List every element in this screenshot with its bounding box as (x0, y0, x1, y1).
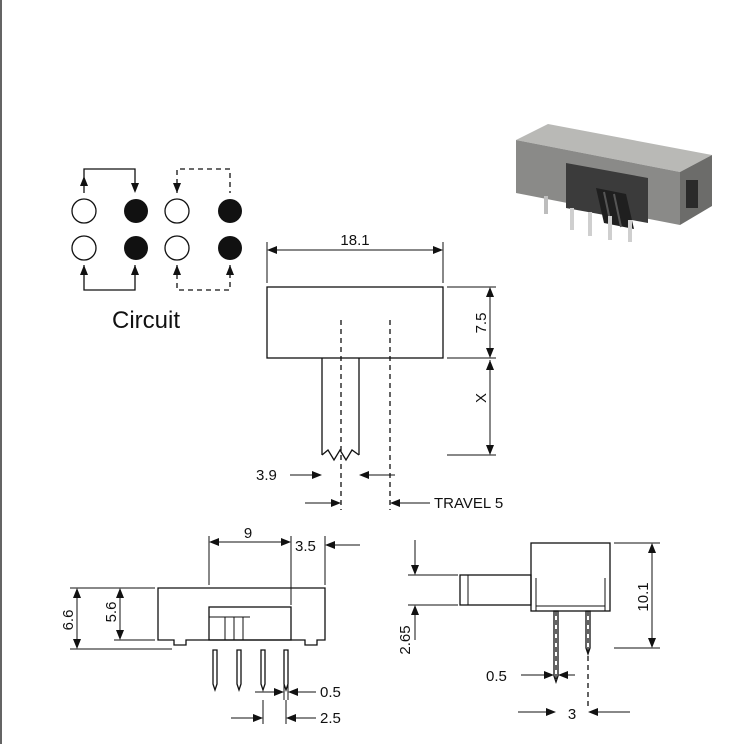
arrow-icon (544, 671, 554, 679)
photo-pin (608, 216, 612, 240)
arrow-icon (131, 183, 139, 193)
contact-open (164, 198, 190, 224)
dim-pin-width-label: 0.5 (320, 684, 341, 701)
circuit-link-bottom-2 (176, 265, 231, 291)
dim-pin-pitch-label: 2.5 (320, 710, 341, 727)
side-view-actuator (208, 606, 292, 641)
dim-end-height-label: 10.1 (635, 582, 652, 611)
arrow-icon (274, 688, 284, 696)
dim-width-label: 18.1 (340, 232, 369, 249)
arrow-icon (173, 183, 181, 193)
contact-open (71, 235, 97, 261)
arrow-icon (116, 588, 124, 598)
photo-pin (570, 208, 574, 230)
end-view-drawing: 10.1 2.65 0.5 3 (397, 540, 660, 723)
arrow-icon (281, 538, 291, 546)
circuit-diagram: Circuit (71, 168, 242, 334)
switch-end-slot (686, 180, 698, 208)
dim-pin-spacing-label: 3 (568, 706, 576, 723)
arrow-icon (648, 543, 656, 553)
circuit-link-top-2 (176, 168, 231, 193)
arrow-icon (116, 630, 124, 640)
dim-offset-label: 3.5 (295, 538, 316, 555)
arrow-icon (486, 360, 494, 370)
arrow-icon (411, 565, 419, 575)
dim-length-label: 9 (244, 525, 252, 542)
photo-pin (628, 220, 632, 242)
side-pin (236, 649, 242, 693)
dim-pin-length-label: 2.65 (397, 625, 414, 654)
arrow-icon (411, 605, 419, 615)
dim-travel-label: TRAVEL 5 (434, 495, 503, 512)
contact-open (71, 198, 97, 224)
arrow-icon (648, 638, 656, 648)
end-pin (553, 610, 559, 685)
arrow-icon (253, 714, 263, 722)
arrow-icon (226, 265, 234, 275)
contact-closed (218, 199, 242, 223)
circuit-link-top-1 (83, 168, 136, 193)
arrow-icon (486, 445, 494, 455)
dim-stem-width-label: 3.9 (256, 467, 277, 484)
contact-closed (124, 199, 148, 223)
stem-break (321, 448, 360, 462)
arrow-icon (288, 688, 298, 696)
circuit-title: Circuit (112, 307, 180, 334)
photo-pin (588, 212, 592, 236)
product-photo (516, 124, 712, 242)
arrow-icon (325, 541, 335, 549)
arrow-icon (73, 639, 81, 649)
end-view-base (531, 605, 610, 612)
arrow-icon (73, 588, 81, 598)
arrow-icon (286, 714, 296, 722)
side-pin (283, 649, 289, 693)
end-pin (585, 610, 591, 657)
top-view-drawing: 18.1 7.5 X 3.9 TRAVEL 5 (256, 232, 503, 512)
dim-end-pin-width-label: 0.5 (486, 668, 507, 685)
arrow-icon (433, 246, 443, 254)
arrow-icon (486, 348, 494, 358)
dim-stem-label: X (473, 393, 490, 403)
contact-closed (124, 236, 148, 260)
arrow-icon (359, 471, 369, 479)
arrow-icon (486, 287, 494, 297)
circuit-link-bottom-1 (83, 265, 136, 291)
arrow-icon (558, 671, 568, 679)
side-view-drawing: 9 3.5 6.6 5.6 0.5 2.5 (60, 525, 360, 727)
end-view-actuator (459, 574, 532, 606)
contact-closed (218, 236, 242, 260)
side-pin (212, 649, 218, 693)
contact-open (164, 235, 190, 261)
photo-pin (544, 196, 548, 214)
arrow-icon (390, 499, 400, 507)
arrow-icon (331, 499, 341, 507)
side-view-pins (212, 649, 289, 693)
arrow-icon (588, 708, 598, 716)
arrow-icon (131, 265, 139, 275)
arrow-icon (312, 471, 322, 479)
actuator-ridge (613, 193, 622, 228)
switch-top-face (516, 124, 712, 172)
arrow-icon (209, 538, 219, 546)
dim-height-label: 7.5 (473, 313, 490, 334)
end-view-body (530, 542, 611, 612)
arrow-icon (80, 176, 88, 186)
arrow-icon (80, 265, 88, 275)
arrow-icon (173, 265, 181, 275)
top-view-body (266, 286, 444, 359)
side-view-body (157, 587, 326, 646)
arrow-icon (267, 246, 277, 254)
side-pin (260, 649, 266, 693)
dim-body-height-label: 5.6 (103, 602, 120, 623)
arrow-icon (546, 708, 556, 716)
dim-total-height-label: 6.6 (60, 610, 77, 631)
